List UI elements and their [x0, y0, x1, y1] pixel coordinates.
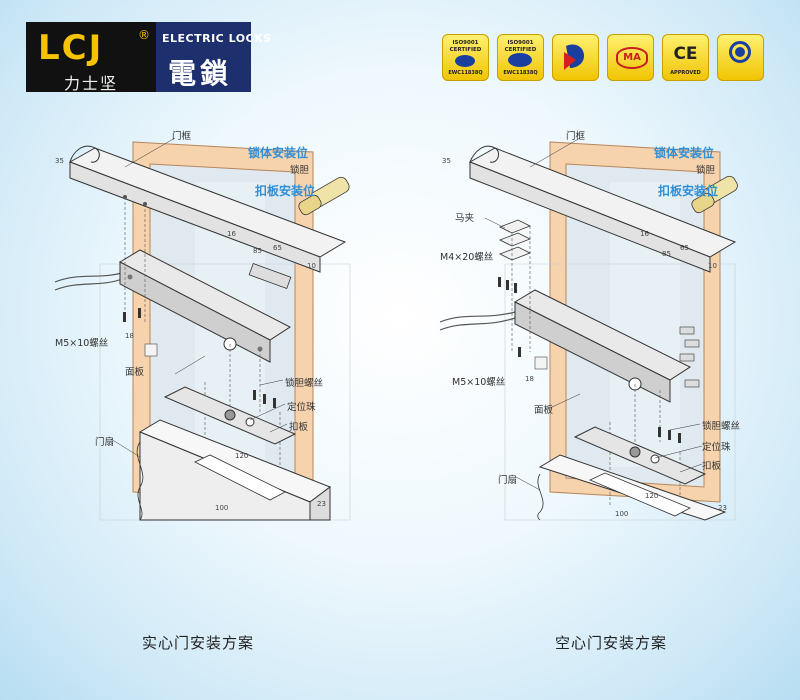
dim-16: 16 — [640, 230, 649, 238]
dim-120: 120 — [235, 452, 249, 460]
hollow-door-drawing — [439, 137, 738, 521]
cert-code: EWC11838Q — [448, 70, 483, 76]
solid-door-caption: 实心门安装方案 — [142, 634, 255, 652]
dim-10: 10 — [708, 262, 717, 270]
label-locating-bead: 定位珠 — [287, 402, 316, 413]
pl-flag-cert-icon — [552, 34, 599, 81]
cert-oval-icon — [508, 53, 532, 67]
ma-cert-icon: MA — [607, 34, 654, 81]
label-door-frame: 门框 — [172, 131, 192, 142]
solid-door-diagram: 门框 锁体安装位 锁胆 扣板安装位 M5×10螺丝 面板 锁胆螺丝 定位珠 扣板… — [54, 112, 351, 521]
label-core-screw: 锁胆螺丝 — [285, 378, 324, 389]
dim-120: 120 — [645, 492, 659, 500]
logo-chinese-name: 力士坚 — [64, 74, 119, 93]
hollow-door-caption: 空心门安装方案 — [555, 634, 668, 652]
dim-65: 65 — [273, 244, 282, 252]
cert-line2: CERTIFIED — [504, 47, 537, 53]
label-m5-screws: M5×10螺丝 — [452, 377, 506, 388]
logo-navy-block: ELECTRIC LOCKS 電鎖 — [156, 22, 271, 92]
ma-label: MA — [616, 47, 648, 69]
label-core-screw: 锁胆螺丝 — [702, 421, 741, 432]
logo-product-en: ELECTRIC LOCKS — [162, 32, 272, 45]
dim-100: 100 — [215, 504, 229, 512]
ce-sub: APPROVED — [670, 70, 701, 76]
certification-badges: ISO9001 CERTIFIED EWC11838Q ISO9001 CERT… — [442, 34, 764, 81]
dim-23: 23 — [317, 500, 326, 508]
label-strike-plate: 扣板 — [289, 422, 309, 433]
logo-black-block: LCJ ® 力士坚 — [26, 22, 156, 93]
brand-logo: LCJ ® 力士坚 ELECTRIC LOCKS 電鎖 — [26, 22, 271, 93]
label-strike-position: 扣板安装位 — [255, 184, 316, 198]
label-lock-body-position: 锁体安装位 — [248, 146, 309, 160]
dim-35: 35 — [442, 157, 451, 165]
label-locating-bead: 定位珠 — [702, 442, 731, 453]
label-lock-core: 锁胆 — [696, 165, 716, 176]
registered-mark: ® — [138, 28, 150, 42]
label-strike-plate: 扣板 — [702, 461, 722, 472]
label-face-plate: 面板 — [125, 367, 145, 378]
hollow-door-diagram: 门框 锁体安装位 锁胆 扣板安装位 马夹 M4×20螺丝 M5×10螺丝 面板 … — [439, 112, 740, 521]
label-strike-position: 扣板安装位 — [658, 184, 719, 198]
cert-code: EWC11838Q — [503, 70, 538, 76]
dim-85: 85 — [253, 247, 262, 255]
label-door-leaf: 门扇 — [95, 437, 115, 448]
ce-label: CE — [673, 44, 698, 64]
cert-oval-icon — [455, 55, 475, 67]
pp-ring-icon — [729, 41, 751, 63]
label-m4-screws: M4×20螺丝 — [440, 252, 494, 263]
label-door-frame: 门框 — [566, 131, 586, 142]
dim-23: 23 — [718, 504, 727, 512]
flag-icon — [564, 44, 584, 70]
dim-18: 18 — [525, 375, 534, 383]
label-face-plate: 面板 — [534, 405, 554, 416]
dim-65: 65 — [680, 244, 689, 252]
cert-line1: ISO9001 — [452, 40, 479, 46]
dim-10: 10 — [307, 262, 316, 270]
cert-line2: CERTIFIED — [449, 47, 482, 53]
iso-cert-icon: ISO9001 CERTIFIED EWC11838Q — [497, 34, 544, 81]
dim-16: 16 — [227, 230, 236, 238]
label-m5-screws: M5×10螺丝 — [55, 338, 109, 349]
pp-dot-icon — [735, 47, 745, 57]
dim-18: 18 — [125, 332, 134, 340]
label-door-leaf: 门扇 — [498, 475, 518, 486]
label-lock-core: 锁胆 — [290, 165, 310, 176]
label-clip: 马夹 — [455, 213, 475, 224]
dim-85: 85 — [662, 250, 671, 258]
dim-35: 35 — [55, 157, 64, 165]
iso-cert-icon: ISO9001 CERTIFIED EWC11838Q — [442, 34, 489, 81]
logo-product-cn: 電鎖 — [168, 57, 233, 90]
dim-100: 100 — [615, 510, 629, 518]
pp-cert-icon — [717, 34, 764, 81]
label-lock-body-position: 锁体安装位 — [654, 146, 715, 160]
logo-text: LCJ — [38, 28, 104, 68]
cert-line1: ISO9001 — [507, 40, 534, 46]
ce-cert-icon: CE APPROVED — [662, 34, 709, 81]
solid-door-drawing — [54, 137, 351, 521]
